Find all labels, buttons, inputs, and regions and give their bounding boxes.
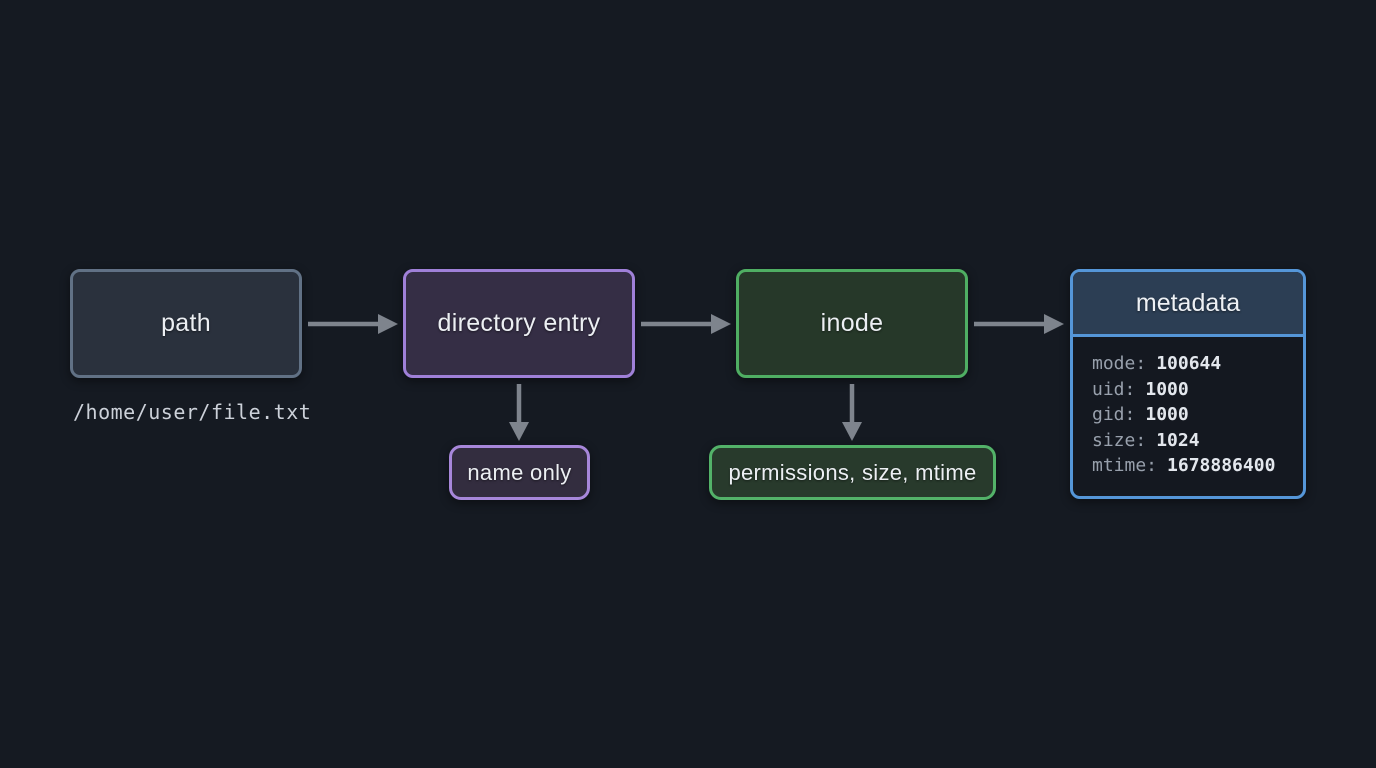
metadata-value: 100644 [1156,353,1222,374]
node-permissions-size-mtime-label: permissions, size, mtime [728,459,977,485]
metadata-value: 1000 [1145,378,1189,400]
node-inode: inode [736,269,968,378]
metadata-value: 1678886400 [1167,455,1276,476]
node-path: path [70,269,302,378]
node-name-only: name only [449,445,590,500]
metadata-row-uid: uid: 1000 [1092,377,1303,403]
metadata-row-gid: gid: 1000 [1092,402,1303,428]
metadata-row-mtime: mtime: 1678886400 [1092,453,1303,479]
metadata-value: 1000 [1145,404,1189,425]
node-directory-entry: directory entry [403,269,635,378]
metadata-row-mode: mode: 100644 [1092,351,1303,377]
metadata-row-size: size: 1024 [1092,428,1303,454]
metadata-key: gid: [1092,404,1136,425]
arrow-inode-to-permissions-icon [842,384,862,441]
node-directory-entry-label: directory entry [437,309,601,337]
metadata-card-title: metadata [1135,288,1241,317]
metadata-key: mode: [1092,353,1147,374]
metadata-card-body: mode:100644 uid:1000 gid:1000 size:1024 … [1073,337,1303,479]
arrow-path-to-directory-entry-icon [308,314,398,334]
arrow-inode-to-metadata-icon [974,314,1064,334]
metadata-key: size: [1092,429,1147,451]
node-inode-label: inode [820,309,884,337]
node-name-only-label: name only [467,459,572,485]
metadata-card-header: metadata [1073,272,1303,337]
arrow-directory-entry-to-name-only-icon [509,384,529,441]
arrow-directory-entry-to-inode-icon [641,314,731,334]
metadata-key: mtime: [1092,455,1158,476]
node-permissions-size-mtime: permissions, size, mtime [709,445,996,500]
metadata-card: metadata mode: 100644 uid: 1000 gid: 1000 s… [1070,269,1306,499]
metadata-value: 1024 [1156,429,1200,451]
node-path-label: path [161,309,211,337]
path-caption: /home/user/file.txt [73,400,312,424]
metadata-key: uid: [1092,378,1136,400]
